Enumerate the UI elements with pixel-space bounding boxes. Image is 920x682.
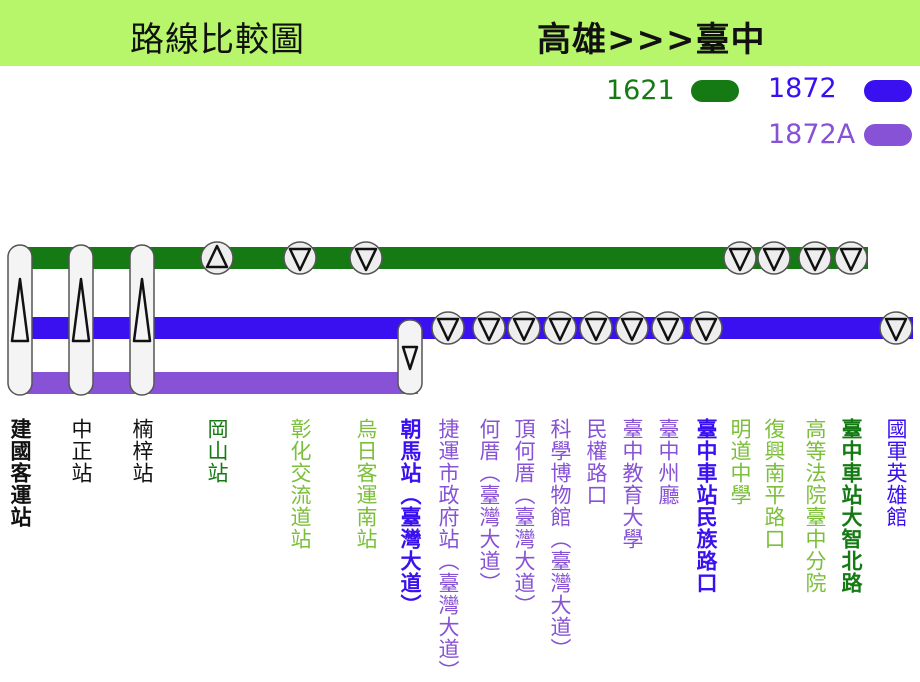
station-label: 民權路口 [584, 418, 608, 506]
station-label: 高等法院臺中分院 [803, 418, 827, 594]
route-line-1872A [20, 372, 418, 394]
route-1872-stop-down-marker [543, 311, 577, 345]
station-label: 臺中教育大學 [620, 418, 644, 550]
route-1872-stop-down-marker [879, 311, 913, 345]
station-label: 科學博物館（臺灣大道） [548, 418, 572, 660]
direction-title: 高雄>>>臺中 [537, 20, 766, 60]
station-label: 國軍英雄館 [884, 418, 908, 528]
route-1872-stop-down-marker [507, 311, 541, 345]
station-label: 明道中學 [728, 418, 752, 506]
legend-swatch-1872 [864, 80, 912, 102]
legend-swatch-1872A [864, 124, 912, 146]
station-label: 何厝（臺灣大道） [477, 418, 501, 594]
station-label: 臺中車站民族路口 [694, 418, 718, 594]
station-label: 烏日客運南站 [354, 418, 378, 550]
route-1621-stop-down-marker [349, 241, 383, 275]
station-label: 復興南平路口 [762, 418, 786, 550]
station-label: 捷運市政府站（臺灣大道） [436, 418, 460, 682]
station-label: 頂何厝（臺灣大道） [512, 418, 536, 616]
station-label: 朝馬站（臺灣大道） [398, 418, 422, 616]
route-1621-stop-down-marker [283, 241, 317, 275]
route-1872-stop-down-marker [579, 311, 613, 345]
legend-swatch-1621 [691, 80, 739, 102]
terminal-stop-marker [129, 244, 155, 396]
station-label: 建國客運站 [8, 418, 32, 528]
route-1621-stop-down-marker [834, 241, 868, 275]
station-label: 中正站 [69, 418, 93, 484]
route-1621-stop-down-marker [757, 241, 791, 275]
route-1872-stop-down-marker [431, 311, 465, 345]
header-bar [0, 0, 920, 66]
legend-label-1872: 1872 [768, 73, 837, 104]
legend-label-1621: 1621 [606, 75, 675, 106]
diagram-title: 路線比較圖 [130, 20, 305, 60]
legend-label-1872A: 1872A [768, 119, 856, 150]
station-label: 彰化交流道站 [288, 418, 312, 550]
station-label: 岡山站 [205, 418, 229, 484]
terminal-stop-marker [7, 244, 33, 396]
route-1621-stop-up-marker [200, 241, 234, 275]
route-1872-stop-down-marker [472, 311, 506, 345]
route-1621-stop-down-marker [798, 241, 832, 275]
route-1872-stop-down-marker [615, 311, 649, 345]
route-line-1872 [20, 317, 913, 339]
route-map [7, 241, 913, 396]
route-1872-stop-down-marker [651, 311, 685, 345]
station-label: 楠梓站 [130, 418, 154, 484]
station-label: 臺中車站大智北路 [839, 418, 863, 594]
route-1872-stop-down-marker [689, 311, 723, 345]
terminal-stop-marker [68, 244, 94, 396]
station-label: 臺中州廳 [656, 418, 680, 506]
route-1621-stop-down-marker [723, 241, 757, 275]
transfer-stop-marker [397, 319, 423, 395]
